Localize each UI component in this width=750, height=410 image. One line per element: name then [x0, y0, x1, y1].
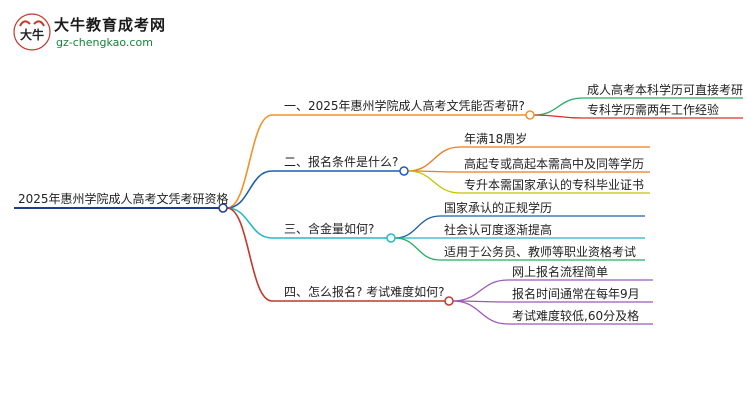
mindmap-edges	[14, 97, 743, 325]
leaf-label-4-3[interactable]: 考试难度较低,60分及格	[512, 308, 639, 323]
root-node-label[interactable]: 2025年惠州学院成人高考文凭考研资格	[18, 191, 229, 206]
branch-collapse-toggle-1[interactable]	[525, 110, 535, 120]
logo-mark-text: 大牛	[20, 27, 44, 42]
leaf-edge-2-1	[407, 146, 461, 172]
leaf-label-2-2[interactable]: 高起专或高起本需高中及同等学历	[464, 156, 644, 171]
leaf-edge-1-1	[533, 97, 584, 116]
leaf-edge-1-2	[533, 114, 584, 119]
leaf-label-1-1[interactable]: 成人高考本科学历可直接考研	[587, 82, 743, 97]
leaf-edge-4-1	[452, 279, 509, 302]
root-collapse-toggle[interactable]	[218, 203, 228, 213]
branch-edge-4	[226, 207, 273, 302]
branch-edge-3	[226, 207, 273, 239]
leaf-label-3-3[interactable]: 适用于公务员、教师等职业资格考试	[444, 244, 636, 259]
branch-collapse-toggle-4[interactable]	[444, 296, 454, 306]
leaf-label-2-1[interactable]: 年满18周岁	[464, 131, 527, 146]
leaf-edge-2-3	[407, 170, 461, 194]
mindmap-nodes: 2025年惠州学院成人高考文凭考研资格 一、2025年惠州学院成人高考文凭能否考研…	[18, 82, 743, 323]
branch-collapse-toggle-3[interactable]	[386, 233, 396, 243]
leaf-label-3-2[interactable]: 社会认可度逐渐提高	[444, 222, 552, 237]
leaf-edge-3-1	[394, 215, 441, 239]
branch-edge-2	[226, 170, 273, 209]
branch-label-3[interactable]: 三、含金量如何?	[284, 221, 374, 236]
leaf-label-3-1[interactable]: 国家承认的正规学历	[444, 200, 552, 215]
site-url: gz-chengkao.com	[56, 36, 153, 49]
leaf-label-4-2[interactable]: 报名时间通常在每年9月	[512, 286, 640, 301]
branch-collapse-toggle-2[interactable]	[399, 166, 409, 176]
branch-label-4[interactable]: 四、怎么报名? 考试难度如何?	[284, 284, 445, 299]
branch-label-2[interactable]: 二、报名条件是什么?	[284, 154, 398, 169]
branch-label-1[interactable]: 一、2025年惠州学院成人高考文凭能否考研?	[284, 98, 525, 113]
branch-edge-1	[226, 114, 273, 209]
leaf-edge-3-3	[394, 237, 441, 261]
site-logo[interactable]: 大牛 大牛教育成考网 gz-chengkao.com	[12, 12, 182, 56]
leaf-label-4-1[interactable]: 网上报名流程简单	[512, 264, 608, 279]
site-name: 大牛教育成考网	[54, 16, 167, 34]
leaf-label-1-2[interactable]: 专科学历需两年工作经验	[587, 102, 719, 117]
bull-logo-icon: 大牛	[13, 13, 51, 51]
leaf-label-2-3[interactable]: 专升本需国家承认的专科毕业证书	[464, 177, 644, 192]
leaf-edge-4-3	[452, 300, 509, 325]
